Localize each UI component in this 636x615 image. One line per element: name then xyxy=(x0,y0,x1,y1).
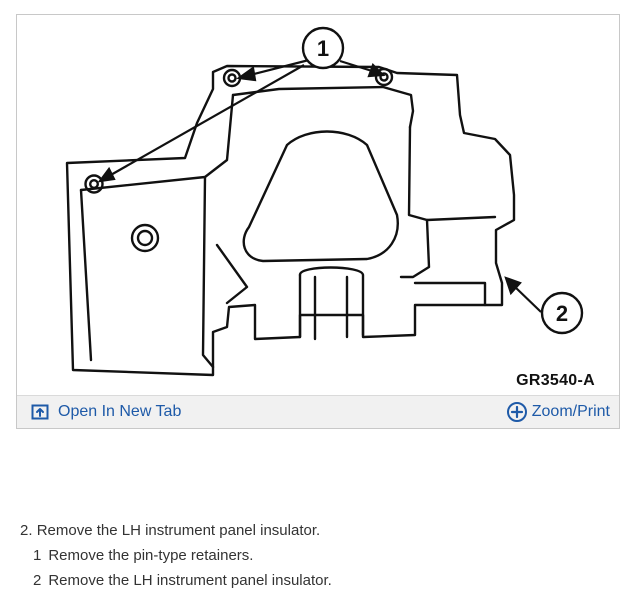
insulator-illustration: 1 2 xyxy=(65,26,584,377)
zoom-plus-icon xyxy=(506,402,527,422)
main-step: 2. Remove the LH instrument panel insula… xyxy=(20,522,620,540)
open-in-new-tab-button[interactable]: Open In New Tab xyxy=(31,396,181,428)
substep-2: 2 Remove the LH instrument panel insulato… xyxy=(20,572,620,590)
open-in-new-tab-icon xyxy=(31,404,49,420)
substep-1-text: Remove the pin-type retainers. xyxy=(48,547,254,564)
callout-1-label: 1 xyxy=(317,36,329,61)
figure-code: GR3540-A xyxy=(516,372,595,389)
substep-2-text: Remove the LH instrument panel insulator… xyxy=(48,572,332,589)
zoom-print-label: Zoom/Print xyxy=(531,403,610,420)
substep-1-number: 1 xyxy=(33,547,42,564)
main-step-text: Remove the LH instrument panel insulator… xyxy=(36,522,321,539)
zoom-print-button[interactable]: Zoom/Print xyxy=(506,396,610,428)
substep-1: 1 Remove the pin-type retainers. xyxy=(20,547,620,565)
callout-1 xyxy=(301,26,345,70)
open-in-new-tab-label: Open In New Tab xyxy=(58,403,182,420)
substep-2-number: 2 xyxy=(33,572,42,589)
callout-2 xyxy=(540,291,584,335)
main-step-number: 2. xyxy=(20,522,33,539)
figure-toolbar: Open In New Tab Zoom/Print xyxy=(17,395,619,428)
figure-frame: 1 2 GR3540-A Open In New Tab Zoom/Print xyxy=(16,14,620,429)
callout-2-label: 2 xyxy=(556,301,568,326)
instructions: 2. Remove the LH instrument panel insula… xyxy=(20,522,620,597)
